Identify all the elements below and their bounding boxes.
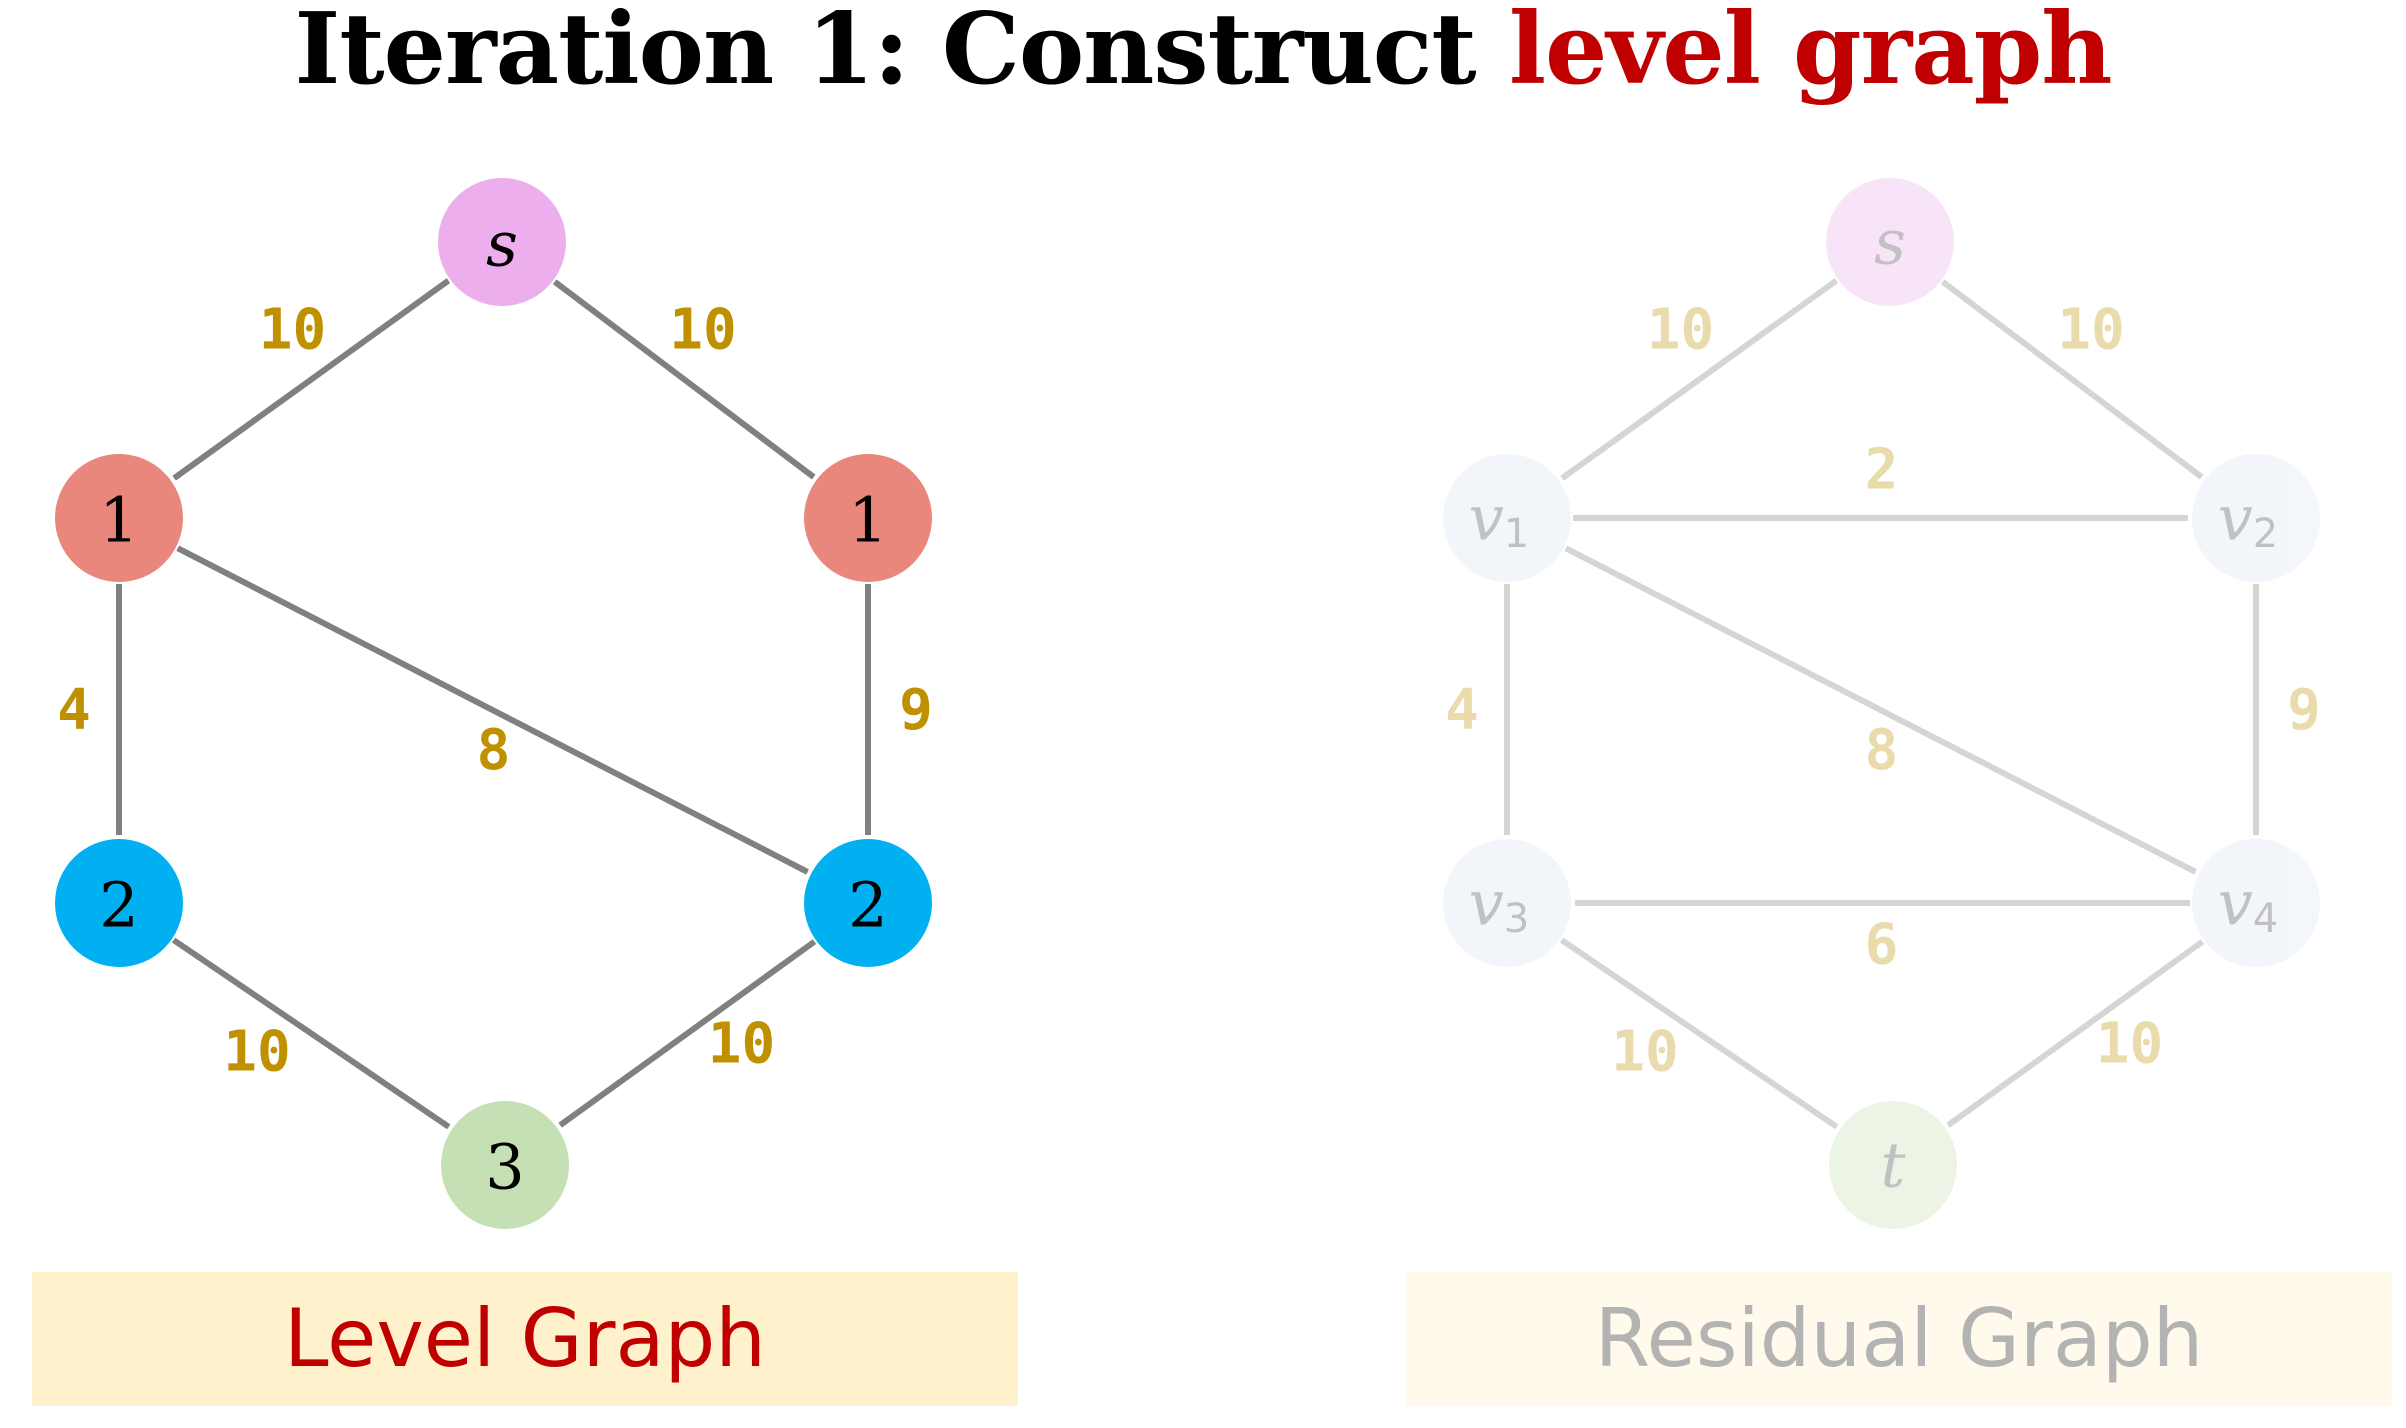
residual-edge-v1-v3: 4: [1445, 584, 1511, 836]
level-node-label-v3: 2: [99, 869, 138, 942]
residual-edge-line-v3-t: [1559, 937, 1839, 1130]
title-accent: level graph: [1508, 0, 2113, 107]
residual-edge-line-v1-v4: [1564, 545, 2197, 875]
residual-edge-v4-v3: 6: [1574, 899, 2190, 978]
residual-edge-line-v4-t: [1946, 939, 2205, 1128]
residual-graph-label: Residual Graph: [1406, 1272, 2392, 1406]
level-edge-line-v4-t: [558, 939, 817, 1128]
level-graph-label: Level Graph: [32, 1272, 1018, 1406]
level-edge-weight-v1-v3: 4: [57, 678, 91, 743]
level-edge-v1-v4: 8: [176, 545, 809, 875]
residual-edge-weight-s-v1: 10: [1647, 298, 1714, 363]
level-node-circle-v1: [55, 454, 183, 582]
residual-node-t: t: [1829, 1101, 1957, 1229]
level-edge-s-v2: 10: [552, 279, 816, 480]
residual-edge-line-s-v2: [1940, 279, 2204, 480]
level-node-v3: 2: [55, 839, 183, 967]
level-node-t: 3: [441, 1101, 569, 1229]
level-node-circle-v3: [55, 839, 183, 967]
level-node-circle-v2: [804, 454, 932, 582]
residual-edge-v1-v4: 8: [1564, 545, 2197, 875]
level-edge-v4-t: 10: [558, 939, 817, 1128]
residual-edge-weight-v4-v3: 6: [1865, 913, 1899, 978]
level-edge-v1-v3: 4: [57, 584, 123, 836]
level-node-circle-v4: [804, 839, 932, 967]
residual-edge-weight-v3-t: 10: [1611, 1020, 1678, 1085]
level-node-label-v1: 1: [99, 484, 138, 557]
residual-node-circle-s: [1826, 178, 1954, 306]
residual-edge-line-s-v1: [1560, 278, 1839, 481]
residual-edge-v3-t: 10: [1559, 937, 1839, 1130]
level-edge-weight-s-v1: 10: [259, 298, 326, 363]
residual-node-v4: v4: [2192, 839, 2320, 967]
residual-edge-s-v1: 10: [1560, 278, 1839, 481]
residual-edge-weight-v2-v4: 9: [2287, 678, 2321, 743]
residual-edge-v4-t: 10: [1946, 939, 2205, 1128]
residual-graph: 10 10 2 4 8 9 6 10 10 s v1 v2 v3 v4 t: [1443, 178, 2321, 1229]
level-edge-line-s-v1: [172, 278, 451, 481]
level-node-s: s: [438, 178, 566, 306]
level-edge-weight-s-v2: 10: [669, 298, 736, 363]
residual-edge-v1-v2: 2: [1573, 438, 2189, 522]
level-node-circle-t: [441, 1101, 569, 1229]
residual-node-circle-v1: [1443, 454, 1571, 582]
residual-node-v1: v1: [1443, 454, 1571, 582]
level-graph: 10 10 4 8 9 10 10 s 1 1 2 2 3: [55, 178, 933, 1229]
residual-node-s: s: [1826, 178, 1954, 306]
residual-node-circle-v4: [2192, 839, 2320, 967]
residual-edge-weight-v1-v4: 8: [1865, 718, 1899, 783]
level-edge-line-s-v2: [552, 279, 816, 480]
residual-edge-s-v2: 10: [1940, 279, 2204, 480]
level-node-v2: 1: [804, 454, 932, 582]
residual-node-circle-v3: [1443, 839, 1571, 967]
level-edge-line-v3-t: [171, 937, 451, 1130]
residual-node-circle-v2: [2192, 454, 2320, 582]
residual-node-circle-t: [1829, 1101, 1957, 1229]
residual-node-label-s: s: [1874, 206, 1906, 279]
level-node-v4: 2: [804, 839, 932, 967]
title-main: Iteration 1: Construct: [294, 0, 1509, 107]
level-edge-v3-t: 10: [171, 937, 451, 1130]
level-node-v1: 1: [55, 454, 183, 582]
level-edge-weight-v4-t: 10: [708, 1012, 775, 1077]
level-edge-s-v1: 10: [172, 278, 451, 481]
level-node-label-v4: 2: [848, 869, 887, 942]
residual-node-v2: v2: [2192, 454, 2320, 582]
residual-node-v3: v3: [1443, 839, 1571, 967]
residual-edge-weight-v1-v3: 4: [1445, 678, 1479, 743]
residual-edge-weight-v4-t: 10: [2096, 1012, 2163, 1077]
level-node-label-s: s: [486, 208, 518, 281]
level-edge-weight-v1-v4: 8: [477, 718, 511, 783]
level-edge-weight-v2-v4: 9: [899, 678, 933, 743]
residual-edge-v2-v4: 9: [2252, 584, 2321, 836]
level-node-label-v2: 1: [848, 484, 887, 557]
level-edge-weight-v3-t: 10: [223, 1020, 290, 1085]
residual-edge-weight-v1-v2: 2: [1865, 438, 1899, 503]
residual-node-label-t: t: [1881, 1129, 1906, 1202]
page-title: Iteration 1: Construct level graph: [0, 0, 2406, 130]
level-node-circle-s: [438, 178, 566, 306]
level-edge-line-v1-v4: [176, 545, 809, 875]
level-node-label-t: 3: [485, 1131, 524, 1204]
residual-edge-weight-s-v2: 10: [2057, 298, 2124, 363]
level-edge-v2-v4: 9: [864, 584, 933, 836]
